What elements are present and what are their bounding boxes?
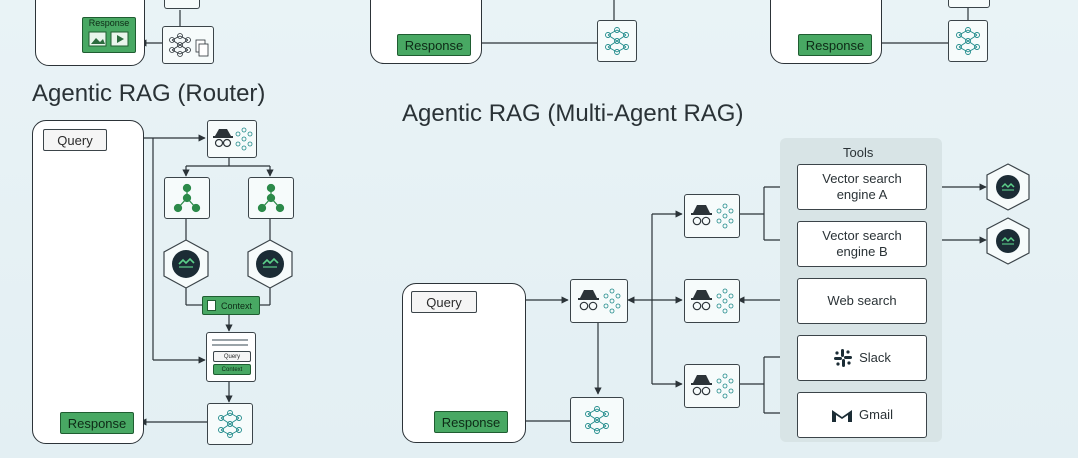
context-label: Context <box>221 300 253 311</box>
router-context-chip: Context <box>202 296 260 315</box>
master-agent-box <box>570 279 628 323</box>
neural-network-icon <box>169 33 209 57</box>
slack-icon <box>834 349 853 367</box>
router-chat-panel <box>32 120 144 444</box>
sub-agent-comms-box <box>684 364 740 408</box>
gmail-icon <box>832 410 853 422</box>
neural-network-icon <box>716 373 734 399</box>
embedding-tree-icon <box>173 183 201 213</box>
agent-spy-icon <box>213 127 253 151</box>
top-left-llm-box <box>162 26 214 64</box>
router-embed-left <box>164 177 210 219</box>
router-title: Agentic RAG (Router) <box>32 80 266 107</box>
router-response-bubble: Response <box>60 412 134 434</box>
tools-header: Tools <box>843 145 874 160</box>
top-right-cut-box <box>948 0 990 8</box>
neural-network-icon <box>585 406 609 434</box>
embedding-tree-icon <box>257 183 285 213</box>
multimodal-response-card: Response <box>82 17 136 53</box>
neural-network-icon <box>218 410 242 438</box>
router-llm-box <box>207 403 253 445</box>
vector-db-hexagon-icon <box>986 217 1030 265</box>
mini-query: Query <box>213 351 251 362</box>
router-embed-right <box>248 177 294 219</box>
document-icon <box>207 300 216 311</box>
tool-label-line1: Vector search <box>822 228 902 243</box>
response-label: Response <box>88 18 130 28</box>
agent-spy-icon <box>691 203 734 229</box>
prompt-document: Query Context <box>206 332 256 382</box>
tool-label: Slack <box>859 350 891 365</box>
sub-agent-vector-box <box>684 194 740 238</box>
vector-db-hexagon-icon <box>163 239 209 289</box>
tool-label: Gmail <box>859 407 893 422</box>
tool-label-line2: engine A <box>836 187 888 202</box>
agent-spy-icon <box>691 373 734 399</box>
multi-llm-box <box>570 397 624 443</box>
tool-label: Web search <box>827 293 897 308</box>
neural-network-icon <box>716 203 734 229</box>
top-middle-response: Response <box>397 34 471 56</box>
top-left-cut-box <box>164 0 200 9</box>
neural-network-icon <box>605 27 629 55</box>
tool-vector-search-b: Vector search engine B <box>797 221 927 267</box>
router-agent-box <box>207 120 257 158</box>
agent-spy-icon <box>691 288 734 314</box>
neural-network-icon <box>956 27 980 55</box>
tool-vector-search-a: Vector search engine A <box>797 164 927 210</box>
mini-context: Context <box>213 364 251 375</box>
multi-response-bubble: Response <box>434 411 508 433</box>
top-right-llm-box <box>948 20 988 62</box>
neural-network-icon <box>603 288 621 314</box>
agent-spy-icon <box>578 288 621 314</box>
multi-agent-title: Agentic RAG (Multi-Agent RAG) <box>402 100 744 127</box>
tool-web-search: Web search <box>797 278 927 324</box>
tool-label-line2: engine B <box>836 244 888 259</box>
neural-network-icon <box>235 127 253 151</box>
image-icon <box>88 31 129 47</box>
tool-label-line1: Vector search <box>822 171 902 186</box>
sub-agent-web-box <box>684 279 740 323</box>
vector-db-hexagon-icon <box>247 239 293 289</box>
router-query-bubble: Query <box>43 129 107 151</box>
top-middle-llm-box <box>597 20 637 62</box>
tool-slack: Slack <box>797 335 927 381</box>
vector-db-hexagon-icon <box>986 163 1030 211</box>
neural-network-icon <box>716 288 734 314</box>
top-right-response: Response <box>798 34 872 56</box>
tool-gmail: Gmail <box>797 392 927 438</box>
multi-query-bubble: Query <box>411 291 477 313</box>
